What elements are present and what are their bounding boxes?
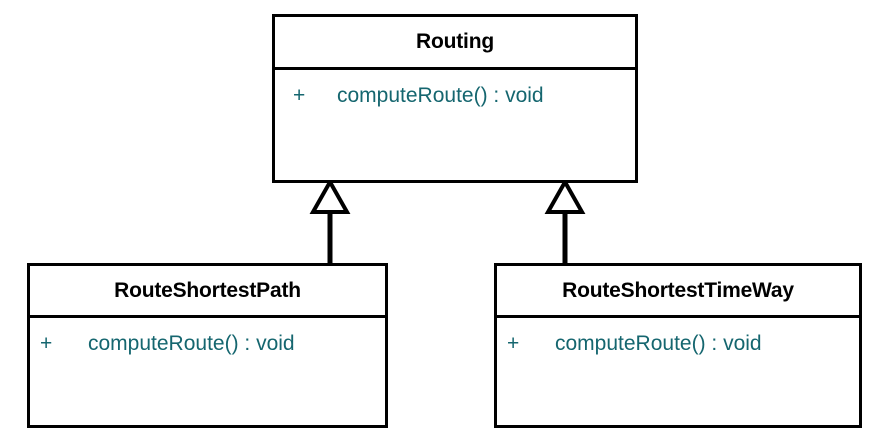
uml-member-row: + computeRoute() : void — [40, 332, 385, 356]
uml-class-routeshortestpath-members: + computeRoute() : void — [30, 318, 385, 356]
uml-class-routeshortestpath[interactable]: RouteShortestPath + computeRoute() : voi… — [27, 263, 388, 428]
uml-class-routeshortestpath-title-row: RouteShortestPath — [30, 266, 385, 318]
uml-member-signature: computeRoute() : void — [337, 84, 544, 107]
uml-member-row: + computeRoute() : void — [507, 332, 859, 356]
uml-class-routeshortesttimeway-name: RouteShortestTimeWay — [562, 278, 794, 302]
uml-member-visibility: + — [293, 84, 306, 107]
uml-class-routeshortesttimeway[interactable]: RouteShortestTimeWay + computeRoute() : … — [494, 263, 862, 428]
uml-class-routing-name: Routing — [416, 30, 494, 53]
uml-class-routeshortesttimeway-members: + computeRoute() : void — [497, 318, 859, 356]
uml-member-visibility: + — [507, 332, 520, 355]
uml-class-routing[interactable]: Routing + computeRoute() : void — [272, 14, 638, 183]
uml-member-signature: computeRoute() : void — [555, 332, 762, 355]
generalization-arrow-routeshortestpath — [309, 177, 351, 265]
uml-member-visibility: + — [40, 332, 53, 355]
uml-member-signature: computeRoute() : void — [88, 332, 295, 355]
uml-member-row: + computeRoute() : void — [293, 84, 635, 108]
uml-class-routing-title-row: Routing — [275, 17, 635, 70]
generalization-arrow-routeshortesttimeway — [544, 177, 586, 265]
uml-class-routing-members: + computeRoute() : void — [275, 70, 635, 108]
uml-class-routeshortestpath-name: RouteShortestPath — [114, 278, 301, 302]
uml-class-routeshortesttimeway-title-row: RouteShortestTimeWay — [497, 266, 859, 318]
